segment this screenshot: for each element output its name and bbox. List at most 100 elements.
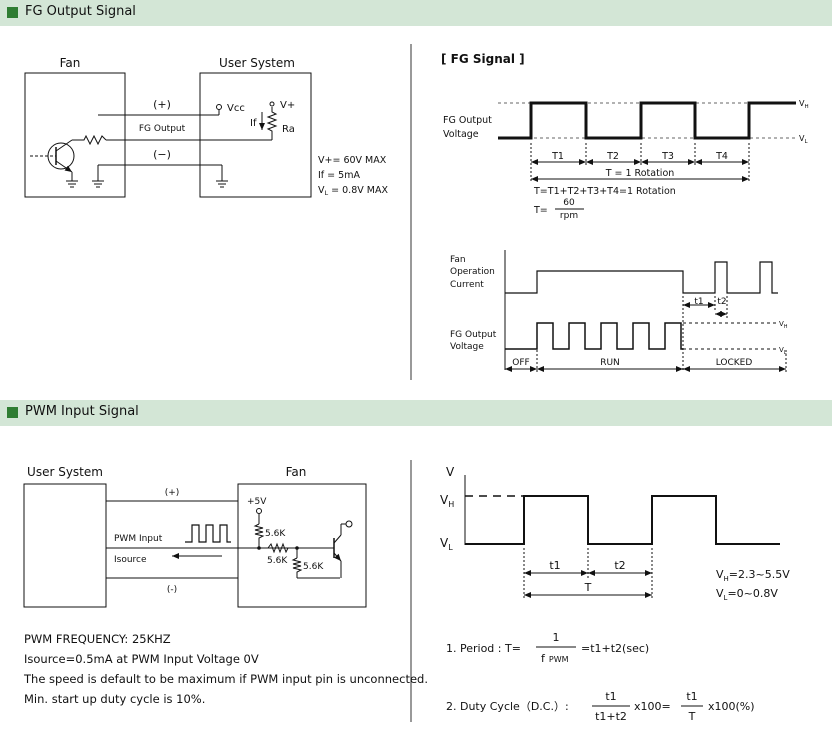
- period-numerator: 1: [553, 631, 560, 644]
- t-denominator: rpm: [560, 211, 578, 221]
- pwm-T-label: T: [584, 581, 592, 594]
- rotation-label: T = 1 Rotation: [605, 168, 675, 179]
- v5-label: +5V: [247, 497, 267, 507]
- fg-ylabel-1: FG Output: [443, 115, 492, 126]
- pwm-waveform: [465, 495, 780, 545]
- note-isource: Isource=0.5mA at PWM Input Voltage 0V: [24, 652, 259, 666]
- pwm-minus-label: (-): [167, 585, 177, 595]
- t1-small-label: t1: [694, 297, 703, 307]
- series-resistor: [267, 542, 289, 554]
- pwm-signal-diagram: V VH VL t1 t2 T VH=2.3~5.5V VL=0~0.8V: [440, 465, 790, 602]
- base-pulldown-resistor: [291, 557, 303, 578]
- fg-vh-label: VH: [799, 99, 809, 110]
- fg-volt-label-2: Voltage: [450, 342, 484, 352]
- spec-if: If = 5mA: [318, 170, 360, 181]
- timing-vh-label: VH: [779, 320, 788, 330]
- vcc-label: Vcc: [227, 103, 245, 114]
- t-eq-label: T=: [533, 205, 548, 216]
- pwm-user-box: [23, 483, 107, 608]
- pwm-input-label: PWM Input: [114, 534, 163, 544]
- duty-denominator-2: T: [688, 710, 696, 723]
- user-system-label: User System: [219, 56, 295, 70]
- fg-output-label: FG Output: [139, 124, 186, 134]
- spec-vl: VL = 0.8V MAX: [318, 185, 388, 197]
- vplus-terminal: [269, 101, 275, 107]
- t-numerator: 60: [563, 198, 575, 208]
- ra-resistor: [266, 107, 278, 140]
- r1-label: 5.6K: [265, 529, 286, 539]
- fg-ylabel-2: Voltage: [443, 129, 479, 140]
- locked-label: LOCKED: [716, 358, 753, 368]
- duty-denominator-1: t1+t2: [595, 710, 627, 723]
- base-resistor: [72, 134, 107, 146]
- fg-section-title: FG Output Signal: [25, 4, 136, 19]
- section-marker-icon: [7, 7, 18, 18]
- current-waveform: [505, 261, 778, 294]
- ra-label: Ra: [282, 124, 295, 135]
- pwm-vh-spec: VH=2.3~5.5V: [716, 568, 790, 583]
- run-label: RUN: [600, 358, 620, 368]
- t1-label: T1: [551, 151, 564, 162]
- section-marker-icon: [7, 407, 18, 418]
- fg-waveform: [498, 101, 796, 140]
- collector-terminal: [345, 520, 353, 528]
- pwm-section-banner: PWM Input Signal: [0, 400, 832, 426]
- pwm-v-axis-label: V: [446, 465, 455, 479]
- duty-end: x100(%): [708, 700, 755, 713]
- user-system-box: [199, 72, 312, 198]
- period-label: 1. Period : T=: [446, 642, 521, 655]
- fg-section-banner: FG Output Signal: [0, 0, 832, 26]
- duty-mid: x100=: [634, 700, 671, 713]
- pwm-user-system-label: User System: [27, 465, 103, 479]
- fan-box: [24, 72, 126, 198]
- r3-label: 5.6K: [303, 562, 324, 572]
- note-min-duty: Min. start up duty cycle is 10%.: [24, 692, 206, 706]
- pwm-vh-label: VH: [440, 493, 454, 509]
- pwm-circuit: User System Fan (+) (-) PWM Input Isourc…: [23, 465, 367, 608]
- fg-signal-diagram: [ FG Signal ] FG Output Voltage VH VL T1…: [441, 52, 809, 221]
- note-speed-default: The speed is default to be maximum if PW…: [24, 672, 428, 686]
- pullup-resistor: [253, 523, 265, 548]
- pwm-vl-label: VL: [440, 536, 453, 552]
- pwm-fan-box: [237, 483, 367, 608]
- duty-numerator-2: t1: [686, 690, 697, 703]
- note-frequency: PWM FREQUENCY: 25KHZ: [24, 632, 171, 646]
- duty-label: 2. Duty Cycle（D.C.）:: [446, 700, 569, 713]
- pwm-notes: PWM FREQUENCY: 25KHZ Isource=0.5mA at PW…: [24, 629, 428, 709]
- v5-terminal: [256, 508, 262, 514]
- pwm-section-title: PWM Input Signal: [25, 404, 139, 419]
- timing-vl-label: VL: [779, 346, 787, 356]
- t3-label: T3: [661, 151, 674, 162]
- vplus-label: V+: [280, 100, 295, 111]
- off-label: OFF: [512, 358, 529, 368]
- fg-timing-diagram: Fan Operation Current t1 t2 FG Output Vo…: [450, 250, 788, 372]
- t2-label: T2: [606, 151, 619, 162]
- fg-run-waveform: [505, 322, 683, 350]
- pwm-fan-label: Fan: [286, 465, 307, 479]
- fg-volt-label-1: FG Output: [450, 330, 497, 340]
- rotation-formula: T=T1+T2+T3+T4=1 Rotation: [533, 186, 676, 197]
- current-label-2: Operation: [450, 267, 495, 277]
- if-label: If: [250, 118, 257, 129]
- current-label-3: Current: [450, 280, 484, 290]
- period-rhs: =t1+t2(sec): [581, 642, 649, 655]
- t4-label: T4: [715, 151, 728, 162]
- pwm-pulse-icon: [185, 524, 231, 543]
- minus-label: (−): [153, 148, 171, 161]
- pwm-plus-label: (+): [165, 488, 180, 498]
- vcc-terminal: [216, 104, 222, 110]
- current-label-1: Fan: [450, 255, 466, 265]
- fan-label: Fan: [60, 56, 81, 70]
- r2-label: 5.6K: [267, 556, 288, 566]
- plus-label: (+): [153, 98, 171, 111]
- spec-vplus: V+= 60V MAX: [318, 155, 387, 166]
- fg-signal-title: [ FG Signal ]: [441, 52, 525, 66]
- isource-label: Isource: [114, 555, 147, 565]
- pwm-vl-spec: VL=0~0.8V: [716, 587, 778, 602]
- fg-circuit: Fan User System (+) Vcc FG Output V+ Ra …: [24, 56, 388, 198]
- fg-vl-label: VL: [799, 134, 808, 145]
- pwm-t2-label: t2: [614, 559, 625, 572]
